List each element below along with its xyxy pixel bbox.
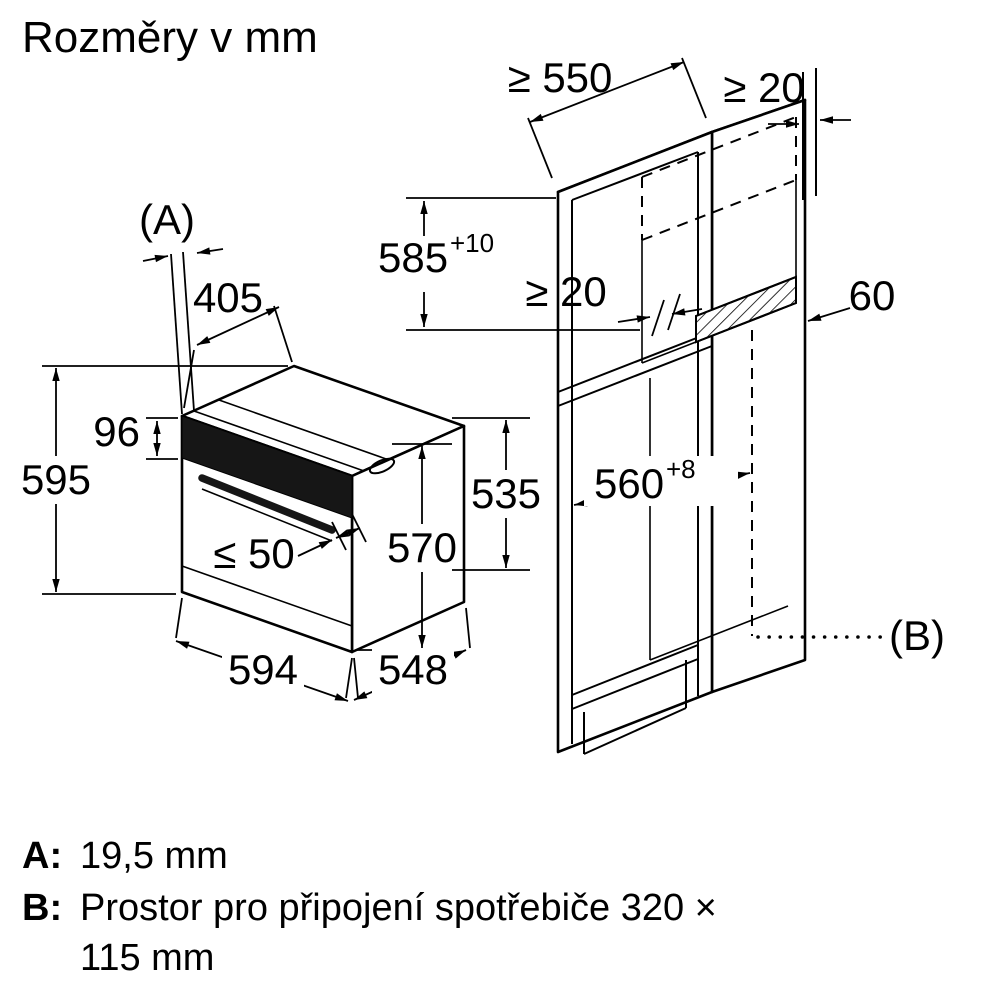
- note-b-text-line2: 115 mm: [80, 937, 214, 979]
- dim-585-sup-label: +10: [450, 228, 494, 258]
- dim-a-label: (A): [139, 196, 195, 243]
- cabinet-front-face: [556, 130, 714, 754]
- cabinet-side-face: [710, 98, 807, 694]
- dim-le50: [297, 513, 367, 557]
- dim-b-label: (B): [889, 612, 945, 659]
- dim-548-label: 548: [378, 646, 448, 693]
- oven-handle-shadow: [201, 488, 333, 542]
- dim-405: [183, 305, 293, 409]
- oven-side-grip-hole: [368, 457, 396, 475]
- lower-compartment-lines: [571, 378, 789, 710]
- dim-595: [16, 365, 288, 595]
- note-a-text: 19,5 mm: [80, 835, 228, 877]
- cabinet-dimensions: ≥ 550 ≥ 20 585 +10 ≥ 20 60: [378, 54, 945, 659]
- dim-595-label: 595: [21, 456, 91, 503]
- dim-535-label: 535: [471, 470, 541, 517]
- dim-96: [146, 417, 178, 460]
- connection-duct: [695, 275, 797, 344]
- dim-a: [142, 247, 224, 415]
- oven-top-frame-lines: [193, 399, 390, 472]
- note-b-text-line1: Prostor pro připojení spotřebiče 320 ×: [80, 887, 717, 929]
- dim-594: [175, 597, 353, 702]
- dim-594-label: 594: [228, 646, 298, 693]
- dim-ge20-mid-label: ≥ 20: [525, 268, 606, 315]
- dim-ge20-top: [768, 116, 851, 128]
- dim-ge550-label: ≥ 550: [508, 54, 613, 101]
- dim-548: [353, 607, 471, 701]
- cabinet-plinth: [583, 660, 687, 755]
- dim-535: [452, 417, 546, 571]
- cabinet-drawing: [556, 68, 886, 755]
- oven-door-handle: [198, 474, 336, 534]
- niche-shelf: [557, 331, 713, 407]
- page-title: Rozměry v mm: [22, 13, 318, 62]
- dim-ge20-top-label: ≥ 20: [723, 64, 804, 111]
- dim-560-label: 560: [594, 460, 664, 507]
- dim-ge550: [527, 57, 707, 179]
- note-b-key: B:: [22, 887, 62, 929]
- dim-96-label: 96: [93, 408, 140, 455]
- dim-le50-label: ≤ 50: [213, 530, 294, 577]
- rear-wall-lines: [802, 68, 817, 200]
- dim-560-sup-label: +8: [666, 454, 696, 484]
- dim-585: [406, 197, 640, 331]
- dim-405-label: 405: [193, 274, 263, 321]
- oven-door-seam: [181, 565, 353, 627]
- footnotes: A: 19,5 mm B: Prostor pro připojení spot…: [22, 835, 717, 979]
- oven-dimensions: (A) 405 96 595 ≤ 50: [16, 196, 546, 702]
- cabinet-frame-lines: [571, 151, 699, 744]
- oven-control-panel: [181, 415, 353, 519]
- dim-ge20-mid: [617, 293, 703, 337]
- dim-60-leader: [807, 307, 851, 322]
- note-a-key: A:: [22, 835, 62, 877]
- dim-560: [573, 456, 751, 507]
- dim-585-label: 585: [378, 234, 448, 281]
- dim-60-label: 60: [849, 272, 896, 319]
- dim-570-label: 570: [387, 524, 457, 571]
